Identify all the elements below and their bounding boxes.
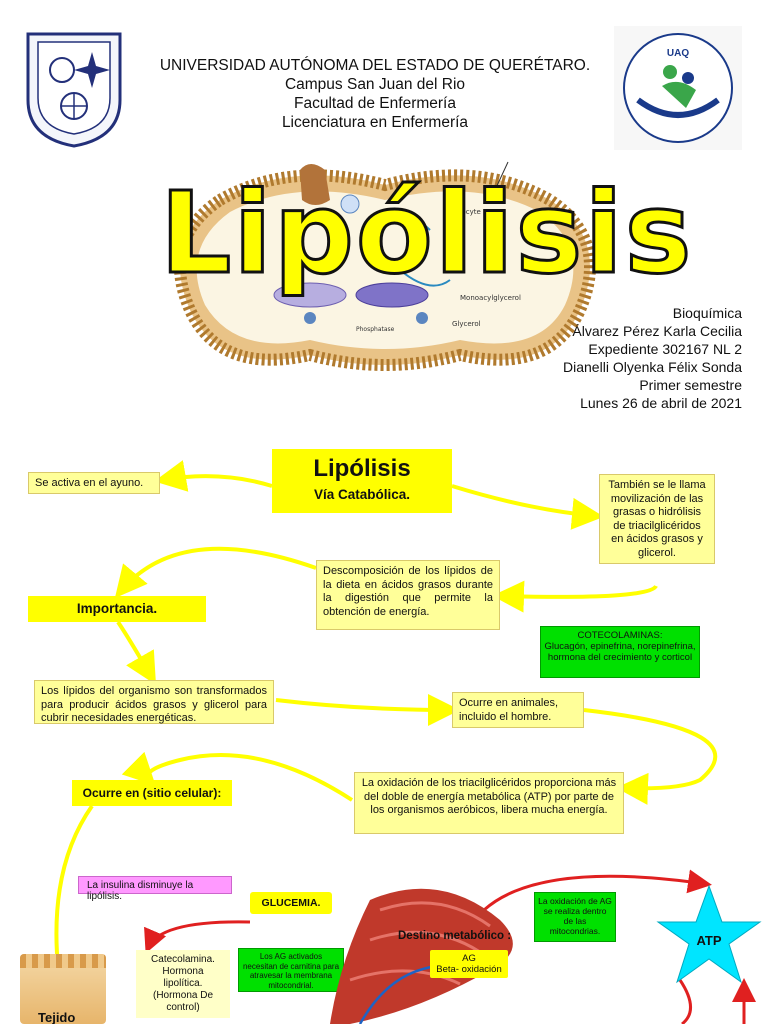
catecholamines-title: COTECOLAMINAS: [577, 630, 663, 641]
adipocyte-cell-illustration: ATP Adipocyte Monoacylglycerol Glycerol … [174, 161, 596, 371]
nursing-faculty-logo: UAQ [614, 26, 742, 150]
subject: Bioquímica [672, 305, 742, 321]
fasting-box: Se activa en el ayuno. [28, 472, 160, 494]
degree-name: Licenciatura en Enfermería [281, 114, 469, 131]
adipocyte-label: Adipocyte [446, 208, 481, 216]
oxidation-box: La oxidación de los triacilglicéridos pr… [354, 772, 624, 834]
insulin-box: La insulina disminuye la lipólisis. [78, 876, 232, 902]
importance-box: Importancia. [28, 596, 206, 622]
glycemia-box: GLUCEMIA. [250, 892, 332, 914]
faculty-name: Facultad de Enfermería [294, 95, 456, 112]
atp-star: ATP [656, 884, 762, 984]
date: Lunes 26 de abril de 2021 [580, 395, 742, 411]
student-name: Álvarez Pérez Karla Cecilia [572, 323, 742, 339]
ag-oxidation-box: La oxidación de AG se realiza dentro de … [534, 892, 616, 942]
tissue-label: Tejido [38, 1010, 76, 1024]
muscle-fiber-illustration [330, 888, 513, 1024]
atp-label: ATP [290, 217, 303, 225]
uaq-university-logo [26, 32, 122, 148]
beta-oxidation-box: AG Beta- oxidación [430, 950, 508, 978]
main-concept-box: Lipólisis Vía Catabólica. [272, 449, 452, 513]
phosphatase-label: Phosphatase [356, 326, 395, 333]
semester: Primer semestre [639, 377, 742, 393]
catecholamines-list: Glucagón, epinefrina, norepinefrina, hor… [544, 641, 696, 663]
transform-box: Los lípidos del organismo son transforma… [34, 680, 274, 724]
beta-oxidation-label: Beta- oxidación [436, 964, 502, 975]
also-called-box: También se le llama movilización de las … [599, 474, 715, 564]
monoacylglycerol-label: Monoacylglycerol [460, 294, 521, 302]
campus-name: Campus San Juan del Rio [284, 76, 466, 93]
catecholamines-box: COTECOLAMINAS: Glucagón, epinefrina, nor… [540, 626, 700, 678]
university-name: UNIVERSIDAD AUTÓNOMA DEL ESTADO DE QUERÉ… [159, 57, 591, 74]
student-info: Bioquímica Álvarez Pérez Karla Cecilia E… [563, 304, 742, 412]
breakdown-box: Descomposición de los lípidos de la diet… [316, 560, 500, 630]
main-subtitle: Vía Catabólica. [313, 487, 411, 502]
big-title: Lipólisis [158, 169, 694, 299]
ag-label: AG [462, 953, 476, 964]
cellular-site-box: Ocurre en (sitio celular): [72, 780, 232, 806]
svg-text:UAQ: UAQ [667, 48, 689, 59]
catecholamine-hormone-box: Catecolamina. Hormona lipolítica. (Hormo… [136, 950, 230, 1018]
tissue-image: Tejido [20, 954, 106, 1024]
teacher-name: Dianelli Olyenka Félix Sonda [563, 359, 742, 375]
record-number: Expediente 302167 NL 2 [588, 341, 742, 357]
main-title: Lipólisis [313, 455, 411, 482]
metabolic-destiny-label: Destino metabólico : [398, 930, 512, 942]
ag-activated-box: Los AG activados necesitan de carnitina … [238, 948, 344, 992]
occurs-animals-box: Ocurre en animales, incluido el hombre. [452, 692, 584, 728]
institution-header: UNIVERSIDAD AUTÓNOMA DEL ESTADO DE QUERÉ… [140, 56, 610, 132]
atp-star-label: ATP [696, 933, 721, 948]
glycerol-label: Glycerol [452, 320, 481, 328]
